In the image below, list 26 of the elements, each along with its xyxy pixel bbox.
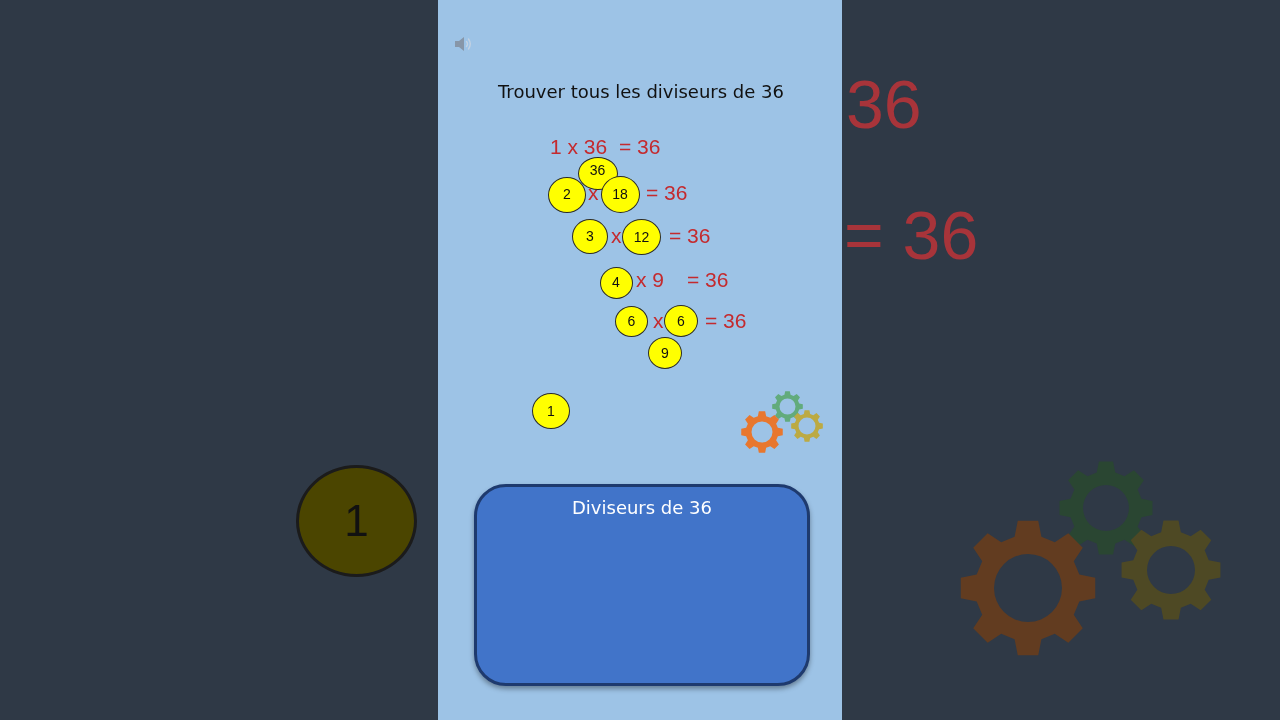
equation-text: x <box>653 312 664 330</box>
divisors-panel <box>474 484 810 686</box>
equation-text: = 36 <box>619 138 661 156</box>
equation-text: = 36 <box>669 227 711 245</box>
number-label: 1 <box>344 501 369 541</box>
number-label: 3 <box>586 230 594 243</box>
number-label: 2 <box>563 188 571 201</box>
equation-text: = 36 <box>687 271 729 289</box>
number-label: 36 <box>589 163 606 177</box>
number-label: 6 <box>627 315 636 328</box>
number-label: 12 <box>633 230 650 244</box>
panel-heading: Diviseurs de 36 <box>572 498 712 518</box>
equation-text: x 9 <box>636 271 664 289</box>
number-label: 4 <box>612 276 620 289</box>
equation-text: = 36 <box>844 207 979 265</box>
number-label: 6 <box>677 314 685 328</box>
equation-text: = 36 <box>646 184 688 202</box>
equation-text: x <box>588 184 599 202</box>
equation-text: = 36 <box>705 312 747 330</box>
number-label: 18 <box>612 188 628 201</box>
number-label: 9 <box>661 346 669 360</box>
equation-text: x <box>611 227 622 245</box>
equation-text: 36 <box>846 76 922 134</box>
slide-title: Trouver tous les diviseurs de 36 <box>498 82 784 103</box>
equation-text: 1 x 36 <box>550 138 608 156</box>
number-label: 1 <box>547 404 555 418</box>
